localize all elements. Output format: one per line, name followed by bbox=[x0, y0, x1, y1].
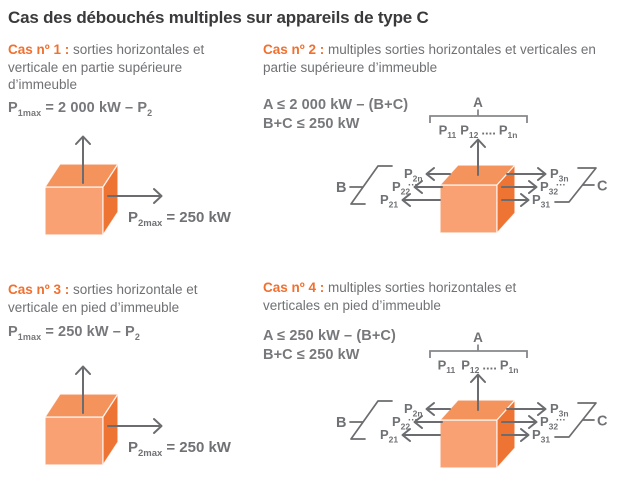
vertical-group-label: A bbox=[473, 330, 483, 345]
left-outlet-arrow bbox=[425, 402, 451, 416]
left-group-label: B bbox=[336, 415, 346, 431]
left-outlet-label: P22 bbox=[392, 414, 410, 432]
right-outlet-arrow bbox=[501, 193, 530, 207]
right-outlet-arrow bbox=[506, 167, 547, 181]
left-group-brace bbox=[349, 400, 393, 440]
case-4-formulas: A ≤ 250 kW – (B+C) B+C ≤ 250 kW bbox=[263, 327, 396, 365]
case-1-description: sorties horizontales et verticale en par… bbox=[8, 42, 205, 92]
case-2-description: multiples sorties horizontales et vertic… bbox=[263, 42, 596, 75]
right-outlet-arrow bbox=[501, 180, 538, 194]
left-outlet-arrow bbox=[401, 193, 441, 207]
page-title: Cas des débouchés multiples sur appareil… bbox=[8, 8, 429, 27]
case-2-label: Cas nº 2 : bbox=[263, 42, 325, 57]
right-outlet-label: P32 bbox=[540, 179, 558, 197]
formula-symbol: P bbox=[8, 100, 18, 116]
case-2-formulas: A ≤ 2 000 kW – (B+C) B+C ≤ 250 kW bbox=[263, 96, 408, 134]
case-4-heading: Cas nº 4 : multiples sorties horizontale… bbox=[263, 279, 531, 314]
left-outlet-arrow bbox=[425, 167, 451, 181]
horizontal-outlet-label: P2max= 250 kW bbox=[128, 209, 232, 229]
case-1-diagram: P2max= 250 kW bbox=[44, 135, 232, 236]
left-outlet-arrow bbox=[401, 428, 441, 442]
vertical-group-bracket bbox=[429, 344, 528, 358]
left-outlet-label: P21 bbox=[380, 192, 398, 210]
formula-expression: = 250 kW – P bbox=[45, 324, 135, 340]
vertical-outlet-arrow bbox=[75, 365, 91, 414]
case-4-description: multiples sorties horizontales et vertic… bbox=[263, 280, 517, 313]
case-3-label: Cas nº 3 : bbox=[8, 282, 70, 297]
cube-front-face bbox=[44, 186, 104, 236]
case-3-diagram: P2max= 250 kW bbox=[44, 365, 232, 466]
vertical-outlet-arrow bbox=[470, 138, 486, 176]
formula-expression: = 2 000 kW – P bbox=[45, 100, 148, 116]
left-group-label: B bbox=[336, 180, 346, 196]
formula-subscript: 2 bbox=[134, 331, 140, 342]
cube-side-face bbox=[102, 393, 119, 466]
horizontal-outlet-arrow bbox=[107, 188, 163, 204]
right-group-label: C bbox=[597, 179, 608, 195]
case-4-label: Cas nº 4 : bbox=[263, 280, 325, 295]
vertical-outlet-arrow bbox=[75, 135, 91, 184]
left-outlet-label: P2n bbox=[404, 401, 423, 419]
right-outlet-arrow bbox=[506, 402, 547, 416]
formula-symbol: P bbox=[8, 324, 18, 340]
left-outlet-label: P2n bbox=[404, 166, 423, 184]
case-1-heading: Cas nº 1 : sorties horizontales et verti… bbox=[8, 41, 216, 94]
right-group-label: C bbox=[597, 414, 608, 430]
horizontal-outlet-arrow bbox=[107, 418, 163, 434]
right-outlet-label: P31 bbox=[532, 192, 550, 210]
case-3-description: sorties horizontale et verticale en pied… bbox=[8, 282, 198, 315]
cube-side-face bbox=[102, 163, 119, 236]
right-outlet-arrow bbox=[501, 415, 538, 429]
formula-line: B+C ≤ 250 kW bbox=[263, 347, 360, 363]
formula-line: A ≤ 2 000 kW – (B+C) bbox=[263, 97, 409, 113]
vertical-group-bracket bbox=[429, 109, 528, 123]
case-1-label: Cas nº 1 : bbox=[8, 42, 70, 57]
cube-front-face bbox=[439, 419, 498, 469]
formula-line: A ≤ 250 kW – (B+C) bbox=[263, 328, 396, 344]
left-group-brace bbox=[349, 165, 393, 205]
right-outlet-arrow bbox=[501, 428, 530, 442]
right-group-brace bbox=[554, 402, 597, 438]
left-outlet-arrow bbox=[413, 180, 443, 194]
right-outlet-label: P3n bbox=[550, 166, 569, 184]
cube-front-face bbox=[439, 184, 498, 234]
case-3-heading: Cas nº 3 : sorties horizontale et vertic… bbox=[8, 281, 216, 316]
vertical-group-label: A bbox=[473, 95, 483, 110]
case-3-formula: P1max = 250 kW – P2 bbox=[8, 324, 140, 342]
horizontal-outlet-label: P2max= 250 kW bbox=[128, 439, 232, 459]
ellipsis-dots: ... bbox=[556, 178, 566, 189]
formula-subscript: 2 bbox=[147, 107, 153, 118]
left-outlet-label: P21 bbox=[380, 427, 398, 445]
vertical-outlet-arrow bbox=[470, 373, 486, 411]
ellipsis-dots: ... bbox=[556, 413, 566, 424]
cube-front-face bbox=[44, 416, 104, 466]
ellipsis-dots: ... bbox=[408, 413, 418, 424]
right-group-brace bbox=[554, 167, 597, 203]
left-outlet-arrow bbox=[413, 415, 443, 429]
formula-subscript: 1max bbox=[17, 331, 42, 342]
formula-subscript: 1max bbox=[17, 107, 42, 118]
case-1-formula: P1max = 2 000 kW – P2 bbox=[8, 100, 152, 118]
right-outlet-label: P31 bbox=[532, 427, 550, 445]
left-outlet-label: P22 bbox=[392, 179, 410, 197]
formula-line: B+C ≤ 250 kW bbox=[263, 116, 360, 132]
right-outlet-label: P32 bbox=[540, 414, 558, 432]
right-outlet-label: P3n bbox=[550, 401, 569, 419]
ellipsis-dots: ... bbox=[408, 178, 418, 189]
case-2-heading: Cas nº 2 : multiples sorties horizontale… bbox=[263, 41, 603, 76]
